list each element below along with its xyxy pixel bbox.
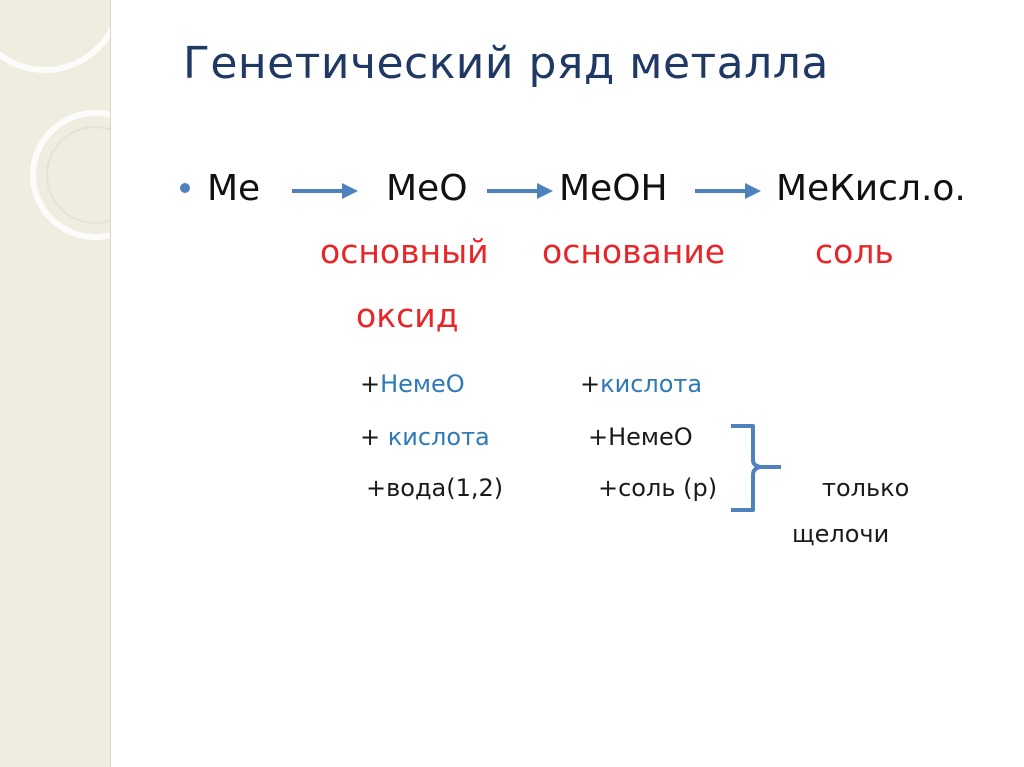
slide-title: Генетический ряд металла [183, 38, 829, 89]
decorative-circles-icon [0, 25, 110, 240]
bullet-icon [180, 183, 190, 193]
formula-oxide: MeO [386, 168, 468, 209]
oxide-reaction-nonmetal-oxide: +НемеО [360, 370, 465, 398]
label-basic: основный [320, 232, 489, 271]
curly-brace-icon [731, 424, 781, 512]
formula-hydroxide: MeOH [559, 168, 668, 209]
base-reaction-nonmetal-oxide: +НемеО [588, 423, 693, 451]
oxide-reaction-water: +вода(1,2) [366, 474, 504, 502]
note-alkalis: щелочи [792, 520, 890, 548]
label-salt: соль [815, 232, 894, 271]
base-reaction-acid: +кислота [580, 370, 703, 398]
base-reaction-salt: +соль (р) [598, 474, 718, 502]
note-only: только [822, 474, 910, 502]
oxide-reaction-acid: + кислота [360, 423, 490, 451]
label-oxide: оксид [356, 296, 459, 335]
arrow-right-icon [695, 183, 761, 199]
arrow-right-icon [487, 183, 553, 199]
formula-salt: MeКисл.о. [776, 168, 966, 209]
decorative-left-band [0, 0, 111, 767]
arrow-right-icon [292, 183, 358, 199]
label-base: основание [542, 232, 726, 271]
formula-metal: Me [207, 168, 261, 209]
